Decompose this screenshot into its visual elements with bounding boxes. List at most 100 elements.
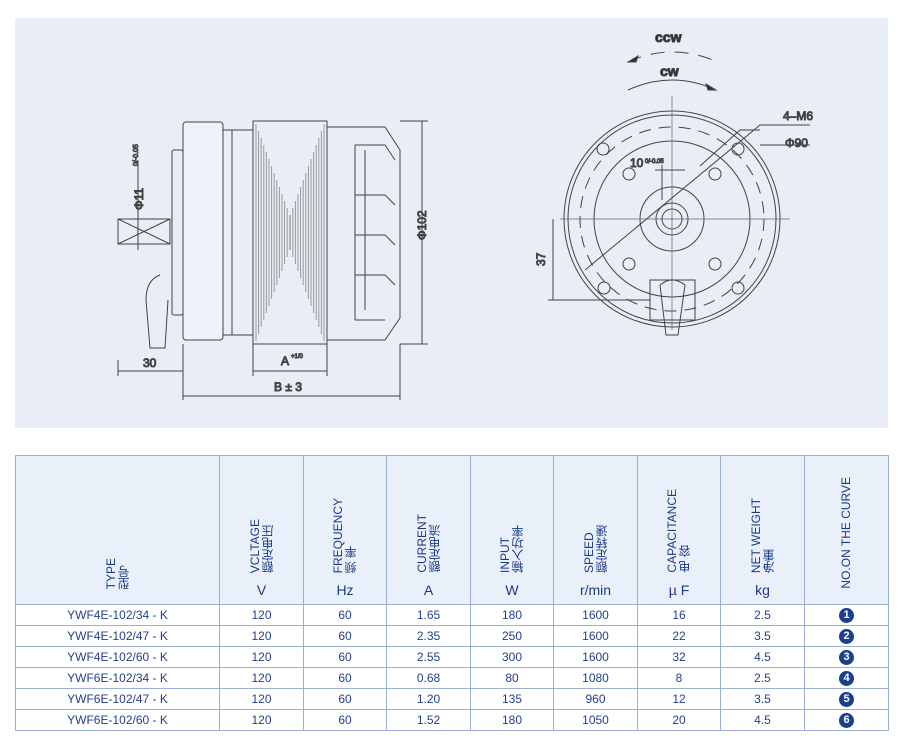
table-cell: 120 (219, 688, 304, 710)
table-cell: 2.5 (720, 604, 805, 626)
table-cell: 6 (804, 709, 889, 731)
fin-line (284, 201, 296, 264)
table-cell: 120 (219, 667, 304, 689)
table-cell: 1 (804, 604, 889, 626)
curve-number-badge: 1 (839, 608, 854, 623)
table-cell: 2 (804, 625, 889, 647)
header-en: SPEED (581, 532, 596, 573)
table-cell: 80 (470, 667, 554, 689)
ccw-label: ccw (655, 29, 682, 45)
header-unit: µ F (668, 582, 690, 598)
dim-shaft-label: Φ11 (132, 188, 146, 210)
header-en: VCLTAGE (247, 518, 262, 573)
table-cell: 2.55 (386, 646, 471, 668)
header-en: CAPACITANCE (665, 489, 679, 573)
dim-b-label: B ± 3 (274, 380, 302, 394)
mounting-hole (622, 167, 636, 181)
table-cell: 3 (804, 646, 889, 668)
header-unit: W (505, 582, 519, 598)
table-cell: 180 (470, 604, 554, 626)
mounting-hole (708, 257, 722, 271)
fin-line (260, 138, 320, 327)
dim-shaft-tolerance: 0/-0.05 (133, 144, 140, 166)
table-cell: 20 (637, 709, 721, 731)
front-view: ccw cw 4–M6 Φ90 10 0/-0.05 37 (534, 29, 814, 336)
mounting-hole (731, 281, 745, 295)
header-zh: 频 率 (344, 545, 358, 573)
table-cell: 22 (637, 625, 721, 647)
table-cell: 2.5 (720, 667, 805, 689)
fin-line (286, 208, 294, 257)
table-cell: 16 (637, 604, 721, 626)
header-en: TYPE (103, 557, 118, 589)
table-cell: 12 (637, 688, 721, 710)
table-cell: 32 (637, 646, 721, 668)
fin-line (273, 173, 307, 292)
table-cell: 4 (804, 667, 889, 689)
table-cell: 120 (219, 604, 304, 626)
header-unit: A (423, 582, 434, 598)
table-cell: 120 (219, 625, 304, 647)
table-cell: 60 (303, 667, 387, 689)
fin-line (271, 166, 309, 299)
dim-a-tolerance: +1/0 (291, 354, 304, 360)
header-zh: 额定电压 (260, 525, 275, 573)
curve-number-badge: 6 (839, 713, 854, 728)
dim-30-label: 30 (143, 356, 157, 370)
motor-dimension-drawing: Φ102 Φ11 0/-0.05 30 A +1/0 B ± 3 ccw cw … (15, 18, 888, 428)
table-cell: 1.52 (386, 709, 471, 731)
table-cell: YWF6E-102/47 - K (15, 688, 220, 710)
header-unit: r/min (579, 582, 612, 598)
table-cell: 1080 (553, 667, 638, 689)
mounting-hole (597, 281, 611, 295)
curve-number-badge: 3 (839, 650, 854, 665)
fin-line (268, 159, 312, 306)
table-cell: 4.5 (720, 646, 805, 668)
header-en: NO.ON THE CURVE (839, 477, 853, 589)
table-cell: YWF4E-102/34 - K (15, 604, 220, 626)
table-cell: YWF4E-102/47 - K (15, 625, 220, 647)
mounting-hole (708, 167, 722, 181)
dim-a-label: A (281, 354, 289, 368)
table-cell: 1050 (553, 709, 638, 731)
side-view: Φ102 Φ11 0/-0.05 30 A +1/0 B ± 3 (117, 120, 430, 400)
fin-line (255, 124, 325, 341)
table-cell: 5 (804, 688, 889, 710)
table-cell: 300 (470, 646, 554, 668)
fin-line (278, 187, 302, 278)
table-cell: 1600 (553, 604, 638, 626)
table-cell: 60 (303, 709, 387, 731)
table-cell: 3.5 (720, 625, 805, 647)
header-en: NET WEIGHT (748, 497, 763, 573)
mounting-hole (622, 257, 636, 271)
dim-diameter-label: Φ102 (415, 210, 429, 240)
table-cell: YWF6E-102/34 - K (15, 667, 220, 689)
table-cell: 0.68 (386, 667, 471, 689)
shaft (117, 218, 171, 245)
fin-line (281, 194, 299, 271)
dim-10-tolerance: 0/-0.05 (645, 159, 664, 165)
table-cell: YWF6E-102/60 - K (15, 709, 220, 731)
header-unit: kg (755, 582, 770, 598)
header-zh: 额定电流 (427, 525, 442, 573)
table-cell: 180 (470, 709, 554, 731)
table-cell: 1.65 (386, 604, 471, 626)
table-cell: 8 (637, 667, 721, 689)
table-cell: 60 (303, 604, 387, 626)
header-unit: Hz (336, 582, 354, 598)
header-en: CURRENT (414, 514, 429, 573)
holes-label: 4–M6 (783, 109, 813, 123)
cw-label: cw (660, 63, 679, 79)
dim-10-label: 10 (630, 156, 644, 170)
